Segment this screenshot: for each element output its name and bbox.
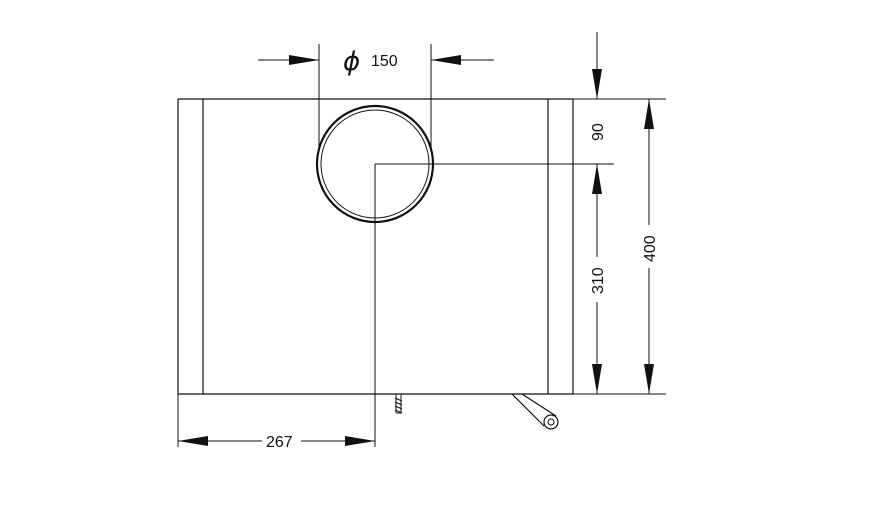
diameter-value: 150: [371, 53, 398, 70]
horizontal-dimension: 267: [177, 394, 375, 451]
center-lines: [374, 163, 614, 447]
diameter-symbol: ϕ: [343, 47, 360, 77]
dim-400-arrow-bottom: [644, 364, 654, 394]
diameter-arrow-left: [289, 55, 319, 65]
body-outline: [177, 98, 574, 395]
bottom-fittings: [394, 393, 559, 430]
dim-400-label: 400: [642, 235, 659, 262]
vertical-dimensions: 90 310 400: [573, 32, 666, 395]
handle-knob: [543, 414, 559, 430]
handle-lever: [511, 393, 559, 430]
diameter-dimension: ϕ 150: [258, 44, 494, 150]
dim-267-arrow-right: [345, 436, 375, 446]
dim-267-arrow-left: [178, 436, 208, 446]
dim-267-label: 267: [266, 434, 293, 451]
dim-400-arrow-top: [644, 99, 654, 129]
dim-90-arrow-top: [592, 69, 602, 99]
diameter-arrow-right: [431, 55, 461, 65]
dim-310-arrow-bottom: [592, 364, 602, 394]
dim-310-label: 310: [590, 267, 607, 294]
dim-90-label: 90: [590, 123, 607, 141]
